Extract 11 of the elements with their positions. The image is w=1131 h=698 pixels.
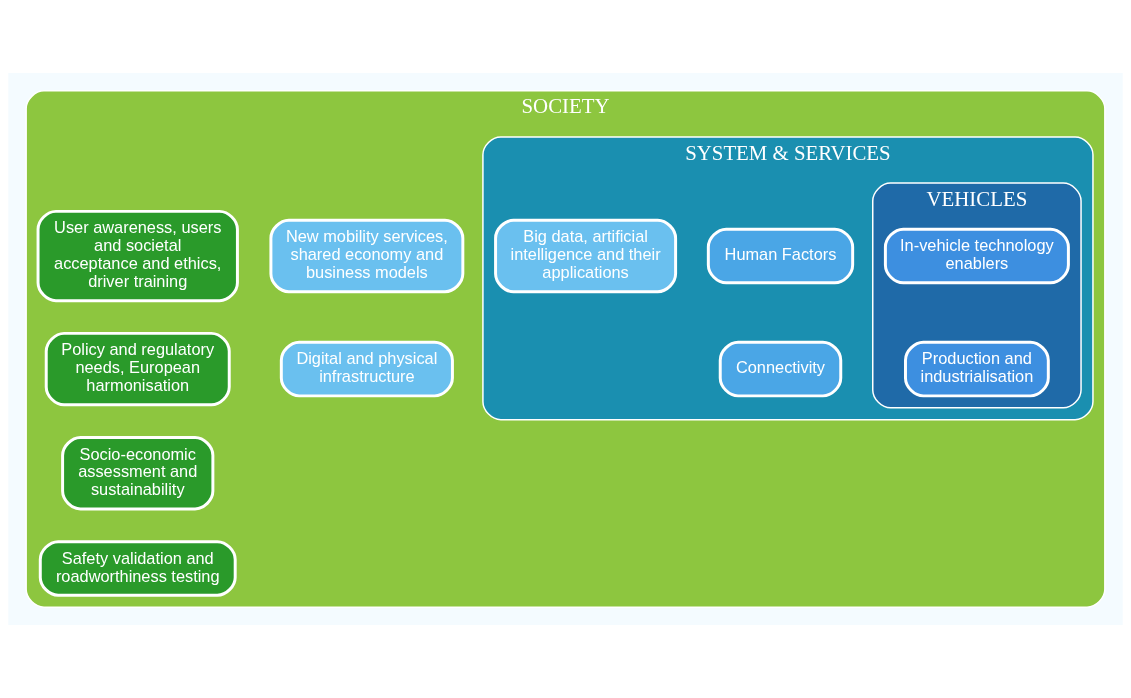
node-box: New mobility services, shared economy and business models [269, 218, 465, 294]
node-box: In-vehicle technology enablers [883, 227, 1070, 285]
node-box: Digital and physical infrastructure [279, 340, 454, 398]
node-box: Safety validation and roadworthiness testing [38, 540, 237, 597]
node-box: Policy and regulatory needs, European harmonisation [44, 331, 231, 407]
node-box: Socio-economic assessment and sustainability [61, 436, 215, 511]
node-box: Human Factors [706, 227, 855, 285]
node-box: User awareness, users and societal acceptance and ethics, driver training [36, 209, 239, 303]
node-box: Big data, artificial intelligence and their applications [494, 218, 678, 294]
node-box: Connectivity [718, 340, 843, 398]
node-box: Production and industrialisation [904, 340, 1050, 398]
